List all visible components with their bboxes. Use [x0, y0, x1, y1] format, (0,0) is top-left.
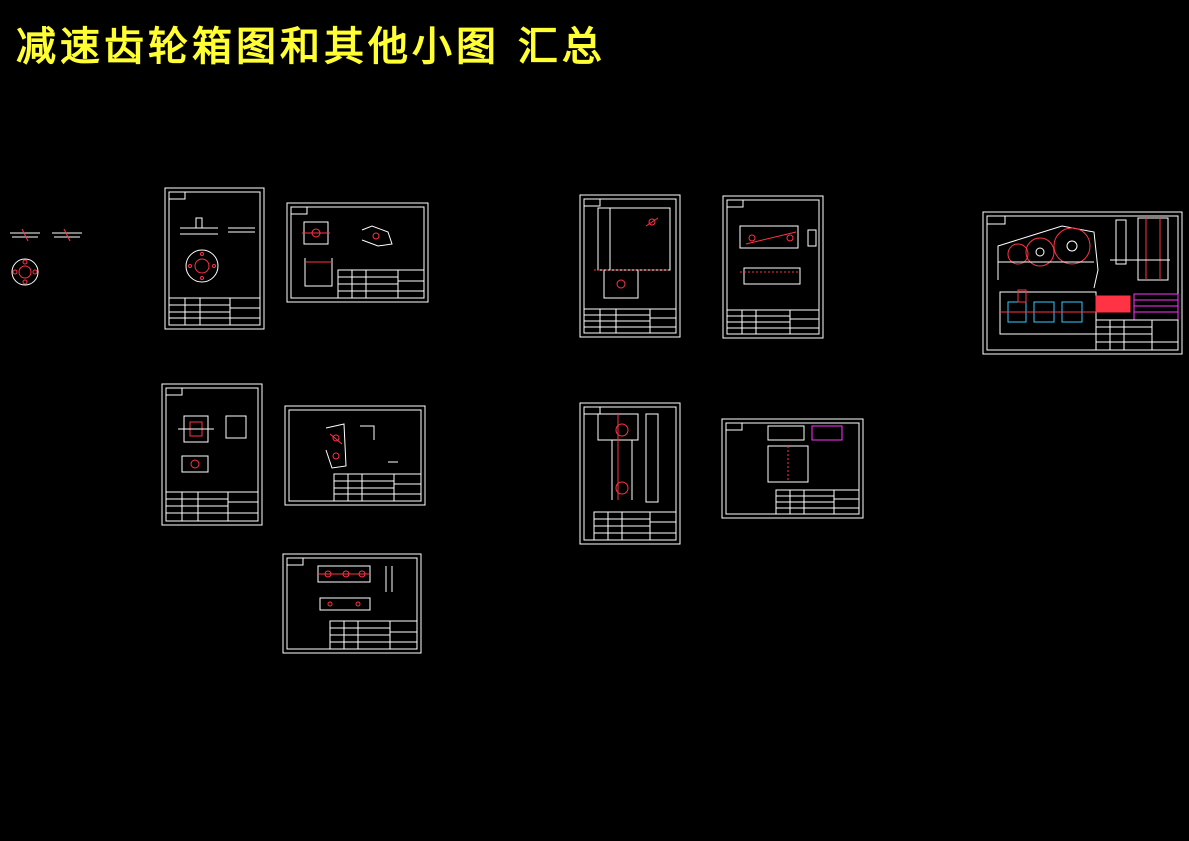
sheet-tall-lever[interactable]: [579, 194, 681, 338]
loose-part-views[interactable]: [10, 228, 82, 286]
sheet-long-link[interactable]: [579, 402, 681, 545]
sheet-gearbox-assembly[interactable]: [982, 211, 1183, 355]
sheet-square-cover[interactable]: [721, 418, 864, 519]
sheet-slotted-bar[interactable]: [722, 195, 824, 339]
sheet-clamp-arm[interactable]: [284, 405, 426, 506]
drawing-title: 减速齿轮箱图和其他小图 汇总: [16, 23, 606, 70]
sheet-angle-bracket[interactable]: [286, 202, 429, 303]
sheet-housing-block[interactable]: [161, 383, 263, 526]
sheet-base-plate[interactable]: [282, 553, 422, 654]
sheet-flange-parts[interactable]: [164, 187, 265, 330]
